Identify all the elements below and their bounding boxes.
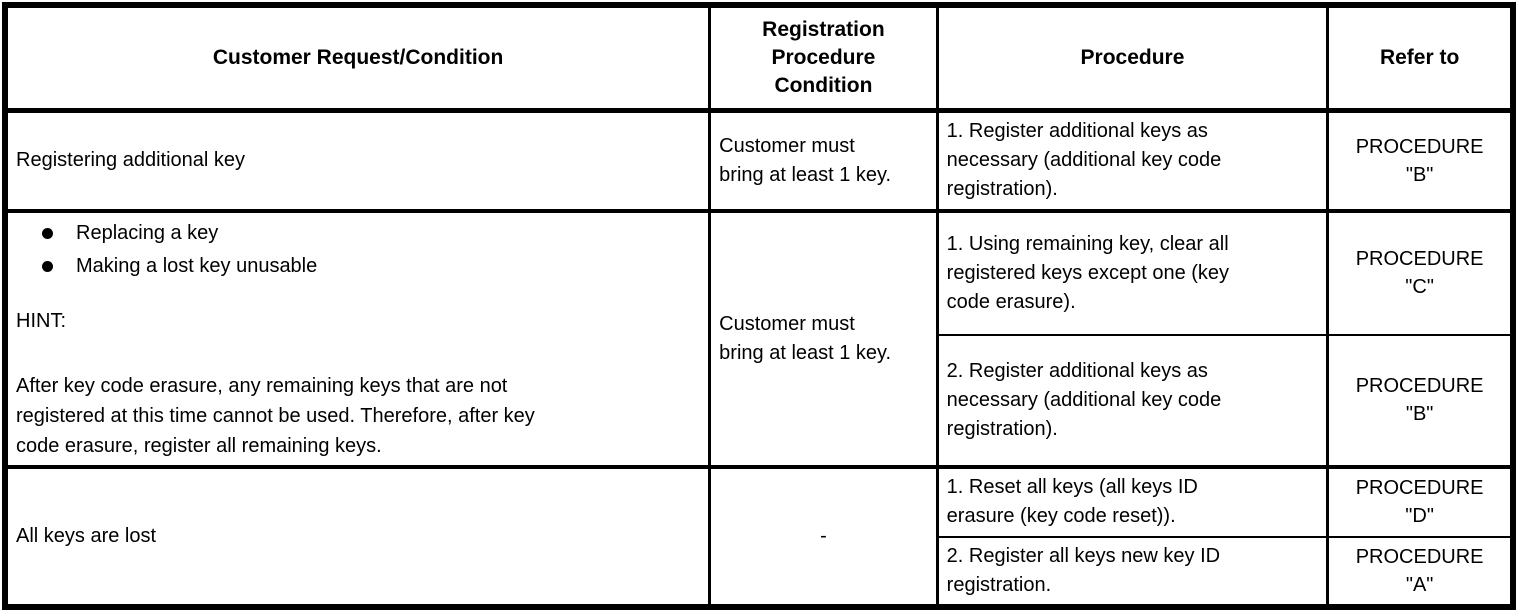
procedure-line: 2. Register additional keys as xyxy=(946,359,1208,382)
bullet-item: Replacing a key xyxy=(16,217,700,250)
refer-line: PROCEDURE xyxy=(1355,375,1484,398)
procedure-line: erasure (key code reset)). xyxy=(946,505,1176,527)
cell-procedure-r2-step2: 2. Register additional keys as necessary… xyxy=(935,334,1330,468)
procedure-line: registration). xyxy=(946,417,1058,440)
refer-line: "B" xyxy=(1405,403,1434,426)
procedure-line: necessary (additional key code xyxy=(946,388,1222,411)
condition-line: bring at least 1 key. xyxy=(719,163,892,186)
cell-procedure-r3-step1: 1. Reset all keys (all keys ID erasure (… xyxy=(935,464,1330,538)
table-row: All keys are lost - 1. Reset all keys (a… xyxy=(3,464,1515,608)
bullet-text: Replacing a key xyxy=(76,221,219,244)
header-refer-to-label: Refer to xyxy=(1379,46,1460,69)
cell-condition-r1: Customer must bring at least 1 key. xyxy=(708,109,939,212)
header-registration-condition-line: Condition xyxy=(774,74,873,97)
cell-request-all-keys-lost: All keys are lost xyxy=(3,464,712,608)
procedure-line: 1. Register additional keys as xyxy=(946,120,1208,143)
procedure-line: 1. Reset all keys (all keys ID xyxy=(946,476,1198,498)
cell-refer-r3-step1: PROCEDURE "D" xyxy=(1326,464,1515,538)
hint-label: HINT: xyxy=(16,309,66,332)
procedure-line: necessary (additional key code xyxy=(946,149,1222,172)
header-customer-request-label: Customer Request/Condition xyxy=(212,46,504,69)
cell-refer-r1: PROCEDURE "B" xyxy=(1326,109,1515,212)
header-refer-to: Refer to xyxy=(1326,4,1515,113)
procedure-line: registration). xyxy=(946,178,1058,201)
condition-line: bring at least 1 key. xyxy=(719,341,892,364)
header-customer-request: Customer Request/Condition xyxy=(3,4,712,113)
refer-line: "A" xyxy=(1405,573,1434,596)
refer-line: PROCEDURE xyxy=(1355,248,1484,271)
refer-line: PROCEDURE xyxy=(1355,477,1484,499)
cell-condition-r3: - xyxy=(708,464,939,608)
cell-refer-r2-step1: PROCEDURE "C" xyxy=(1326,208,1515,337)
hint-line: After key code erasure, any remaining ke… xyxy=(16,374,508,397)
table-row: Registering additional key Customer must… xyxy=(3,109,1515,212)
header-procedure: Procedure xyxy=(935,4,1330,113)
procedure-line: code erasure). xyxy=(946,290,1076,313)
header-procedure-label: Procedure xyxy=(1080,46,1185,69)
refer-line: PROCEDURE xyxy=(1355,545,1484,568)
refer-line: "D" xyxy=(1405,505,1434,527)
cell-refer-r2-step2: PROCEDURE "B" xyxy=(1326,334,1515,468)
table-row: 2. Register additional keys as necessary… xyxy=(5,334,1515,468)
header-registration-condition: Registration Procedure Condition xyxy=(708,4,939,113)
condition-line: Customer must xyxy=(719,312,855,335)
procedure-line: 2. Register all keys new key ID xyxy=(946,544,1221,567)
procedure-line: 1. Using remaining key, clear all xyxy=(946,232,1229,255)
bullet-icon xyxy=(42,260,53,272)
condition-line: Customer must xyxy=(719,134,855,157)
cell-request-replacing-key: Replacing a key Making a lost key unusab… xyxy=(3,208,712,468)
condition-dash: - xyxy=(820,524,827,547)
procedure-line: registration. xyxy=(946,573,1052,596)
cell-refer-r3-step2: PROCEDURE "A" xyxy=(1326,535,1515,608)
hint-line: registered at this time cannot be used. … xyxy=(16,404,535,427)
bullet-text: Making a lost key unusable xyxy=(76,254,318,277)
bullet-item: Making a lost key unusable xyxy=(16,250,700,283)
header-row: Customer Request/Condition Registration … xyxy=(3,4,1515,113)
hint-line: code erasure, register all remaining key… xyxy=(16,434,382,457)
table-row: Replacing a key Making a lost key unusab… xyxy=(3,208,1515,468)
cell-request-registering-additional-key: Registering additional key xyxy=(3,109,712,212)
refer-line: "C" xyxy=(1405,276,1434,299)
cell-procedure-r1: 1. Register additional keys as necessary… xyxy=(935,109,1330,212)
cell-condition-r2: Customer must bring at least 1 key. xyxy=(708,208,939,468)
hint-paragraph: After key code erasure, any remaining ke… xyxy=(16,371,700,461)
procedure-line: registered keys except one (key xyxy=(946,261,1230,284)
cell-procedure-r3-step2: 2. Register all keys new key ID registra… xyxy=(935,535,1330,608)
header-registration-condition-line: Procedure xyxy=(771,46,876,69)
table-row: 2. Register all keys new key ID registra… xyxy=(5,535,1515,608)
request-text: Registering additional key xyxy=(16,149,246,172)
cell-procedure-r2-step1: 1. Using remaining key, clear all regist… xyxy=(935,208,1330,337)
bullet-icon xyxy=(42,227,53,239)
refer-line: PROCEDURE xyxy=(1355,135,1484,158)
request-text: All keys are lost xyxy=(16,524,157,547)
header-registration-condition-line: Registration xyxy=(762,18,885,41)
refer-line: "B" xyxy=(1405,163,1434,186)
